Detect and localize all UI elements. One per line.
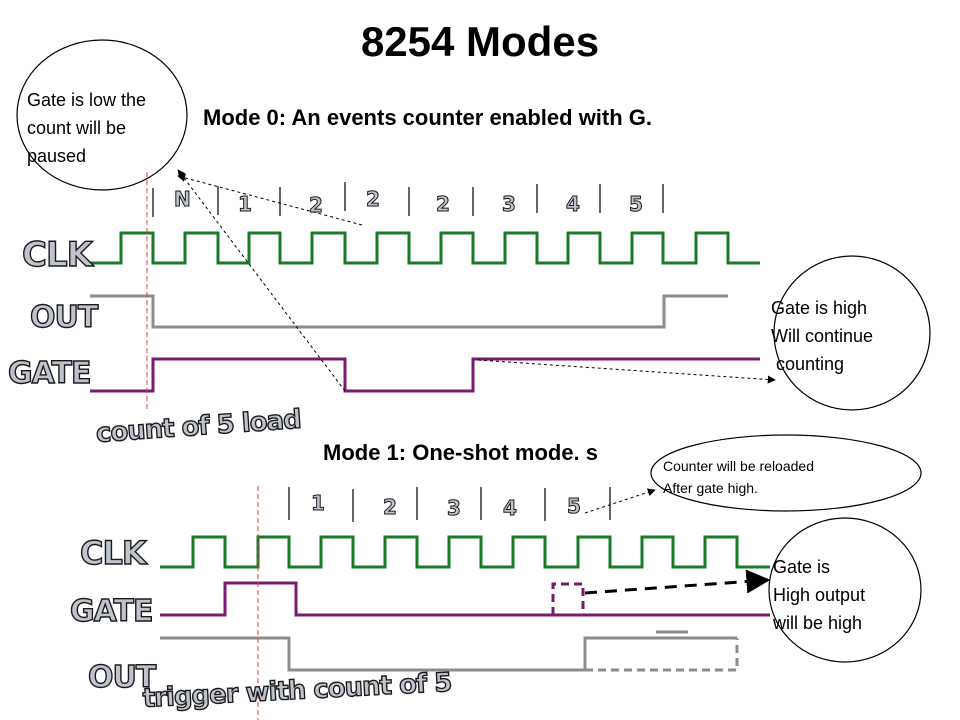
mode1-count: 1 <box>311 491 326 516</box>
mode0-clk-label: CLK <box>21 234 93 275</box>
mode1-count: 5 <box>567 494 582 519</box>
mode1-out-label: OUT <box>87 659 157 695</box>
mode0-count: 1 <box>238 192 253 217</box>
mode0-count: 2 <box>366 187 381 212</box>
bubble-gate-high-text: Gate is high Will continue counting <box>771 298 874 374</box>
mode0-heading: Mode 0: An events counter enabled with G… <box>203 105 653 130</box>
mode1-count: 4 <box>503 496 518 521</box>
mode1-count: 2 <box>383 495 398 520</box>
arrow-gate-low-a <box>177 173 363 226</box>
mode1-out-wave <box>160 636 737 672</box>
mode1-heading: Mode 1: One-shot mode. s <box>323 440 599 465</box>
mode1-gate-wave <box>160 581 770 617</box>
mode0-count: N <box>174 187 192 212</box>
mode0-count: 3 <box>502 192 517 217</box>
mode0-gate-label: GATE <box>7 355 92 391</box>
arrow-reload <box>584 488 656 514</box>
bubble-reload <box>650 434 922 512</box>
bubble-reload-text: Counter will be reloaded After gate high… <box>663 458 814 496</box>
mode1-count-dividers <box>288 487 611 522</box>
mode1-clk-label: CLK <box>79 533 147 572</box>
bubble-output-high-text: Gate is High output will be high <box>773 557 866 633</box>
mode1-clk-wave <box>160 535 770 569</box>
mode0-count: 2 <box>309 193 324 218</box>
mode0-gate-wave <box>90 357 760 393</box>
mode1-out-dashed-extension <box>585 638 739 672</box>
mode0-count: 4 <box>566 192 581 217</box>
mode1-gate-label: GATE <box>69 593 154 629</box>
mode0-out-label: OUT <box>29 299 99 335</box>
mode1-count: 3 <box>447 496 462 521</box>
mode0-count-dividers <box>152 182 664 217</box>
mode0-clk-wave <box>90 231 760 265</box>
arrow-gate-low-b <box>177 169 346 392</box>
arrow-output-high <box>584 569 771 595</box>
mode0-count: 5 <box>629 192 644 217</box>
mode1-gate-retrigger <box>551 582 585 615</box>
slide-title: 8254 Modes <box>360 18 600 65</box>
bubble-gate-low-text: Gate is low the count will be paused <box>27 90 147 166</box>
bubble-gate-high <box>773 255 931 411</box>
mode0-count: 2 <box>436 192 451 217</box>
bubble-gate-low <box>16 39 188 191</box>
arrow-gate-high <box>477 359 776 384</box>
mode0-out-wave <box>90 294 728 329</box>
